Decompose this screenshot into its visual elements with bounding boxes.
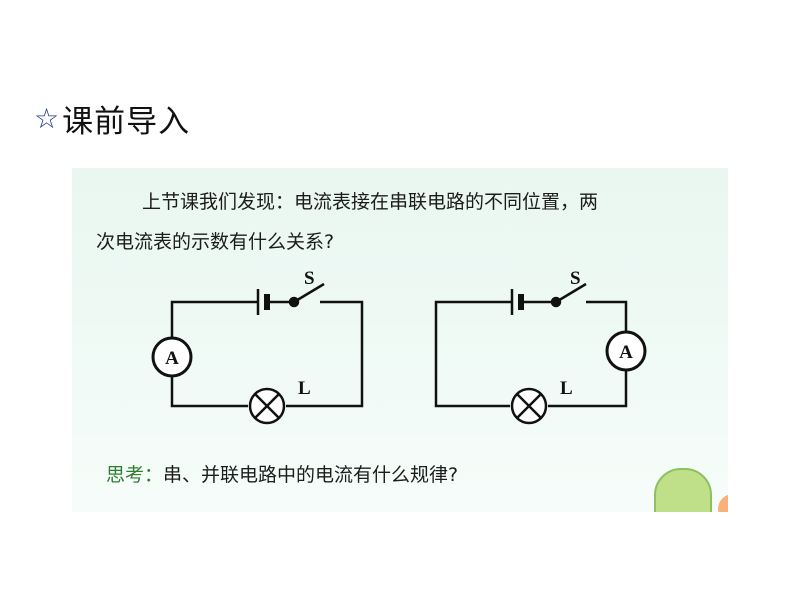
slide-heading: ☆ 课前导入 [34,96,190,141]
left-wire-right [286,300,364,408]
left-switch-label: S [304,268,315,289]
left-wire-bottom-left [170,376,248,408]
left-ammeter-label: A [165,348,179,369]
decorative-plant-icon [654,468,712,512]
right-switch-blade [555,282,587,304]
right-wire-bottom-right [548,370,628,408]
left-ammeter-icon [151,336,193,378]
right-wire-top-right [586,300,628,332]
left-switch-blade [293,282,325,304]
circuit-diagrams: S A L S A L [151,268,647,425]
left-circuit [151,282,364,425]
decorative-flower-icon [718,494,728,512]
question-line-2: 次电流表的示数有什么关系? [96,231,335,253]
think-prompt: 思考：串、并联电路中的电流有什么规律? [106,460,458,487]
right-ammeter-icon [605,330,647,372]
content-panel: 上节课我们发现：电流表接在串联电路的不同位置，两 次电流表的示数有什么关系? [72,168,728,512]
question-line-1: 上节课我们发现：电流表接在串联电路的不同位置，两 [142,191,599,213]
right-switch-label: S [570,268,581,289]
think-label: 思考： [106,464,164,486]
left-lamp-label: L [298,378,311,399]
star-icon: ☆ [34,102,61,135]
right-lamp-label: L [560,378,573,399]
question-text: 上节课我们发现：电流表接在串联电路的不同位置，两 次电流表的示数有什么关系? [96,182,716,262]
right-circuit [434,282,647,425]
left-wire-top-left [170,300,248,338]
think-text: 串、并联电路中的电流有什么规律? [163,464,459,486]
right-wire-left [434,300,512,408]
slide-title: 课前导入 [62,104,191,140]
right-ammeter-label: A [619,342,633,363]
